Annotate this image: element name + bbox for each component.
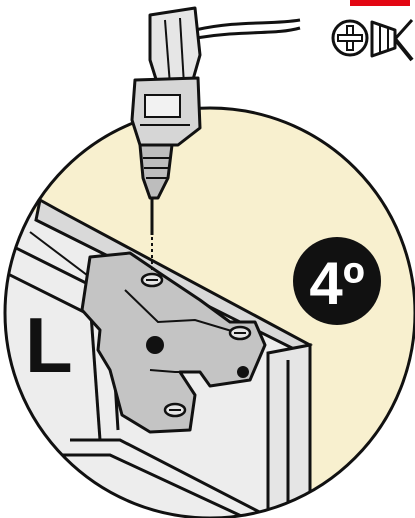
- step-badge-label: 4º: [309, 250, 364, 317]
- step-badge: 4º: [293, 237, 381, 325]
- drill-bit-icon: [372, 20, 412, 60]
- part-letter: L: [25, 301, 73, 389]
- screw-bottom: [165, 404, 185, 416]
- bracket-center-hole: [146, 336, 164, 354]
- corner-accent: [350, 0, 410, 6]
- bracket-hole: [237, 366, 249, 378]
- phillips-screw-icon: [333, 21, 367, 55]
- screw-right: [230, 327, 250, 339]
- screw-top: [142, 274, 162, 286]
